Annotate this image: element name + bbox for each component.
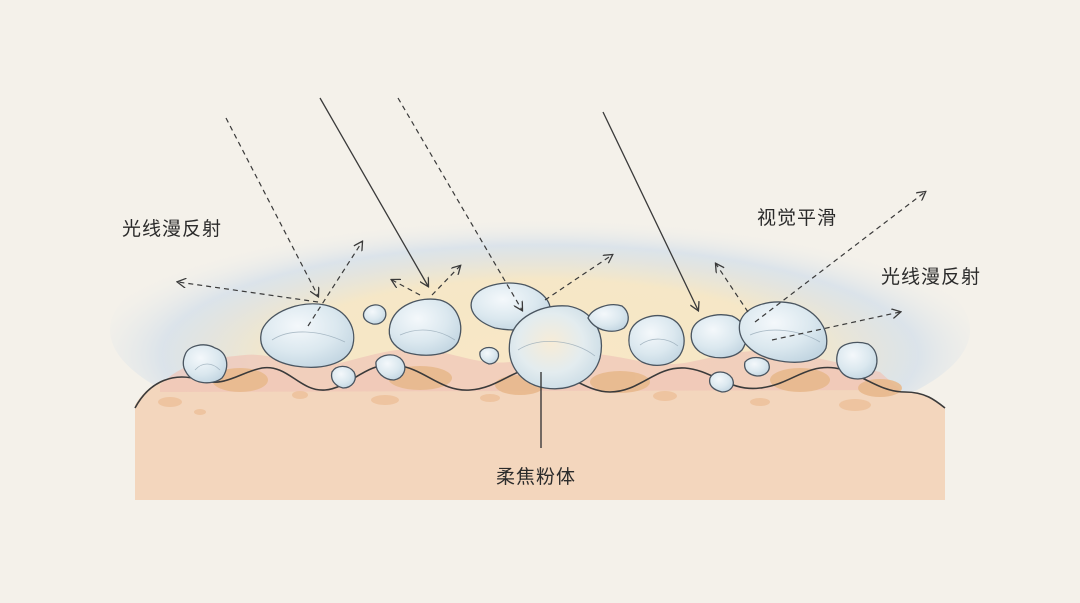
particle — [388, 298, 462, 356]
ray-dashed — [431, 266, 460, 296]
ray-dashed — [225, 117, 318, 296]
ray-dashed — [544, 255, 612, 301]
label-powder: 柔焦粉体 — [496, 466, 577, 488]
skin-pores — [158, 391, 871, 415]
particle — [690, 314, 747, 359]
particle — [743, 356, 770, 377]
particle — [479, 346, 500, 365]
skin-base — [135, 364, 945, 500]
label-left-reflection: 光线漫反射 — [122, 218, 223, 240]
label-right-reflection: 光线漫反射 — [881, 266, 982, 288]
incident-rays — [319, 97, 698, 310]
ray-solid — [319, 97, 428, 286]
particle — [628, 315, 685, 366]
skin-bumps — [212, 366, 902, 397]
particle — [587, 304, 629, 332]
particle — [508, 305, 602, 390]
ray-dashed — [307, 242, 362, 327]
ray-dashed — [178, 282, 319, 303]
diffuse-rays — [178, 97, 925, 341]
ray-solid — [602, 111, 698, 310]
particle — [738, 301, 828, 363]
particle — [375, 354, 406, 381]
particle — [362, 304, 387, 325]
particle — [330, 365, 356, 389]
powder-particles — [182, 282, 878, 393]
particle — [708, 371, 734, 393]
particle — [836, 341, 878, 380]
ray-dashed — [771, 312, 900, 341]
ray-dashed — [716, 264, 749, 313]
particle-highlights — [194, 329, 821, 371]
label-visual-smooth: 视觉平滑 — [757, 207, 838, 229]
ray-dashed — [397, 97, 522, 310]
particle — [260, 303, 355, 368]
